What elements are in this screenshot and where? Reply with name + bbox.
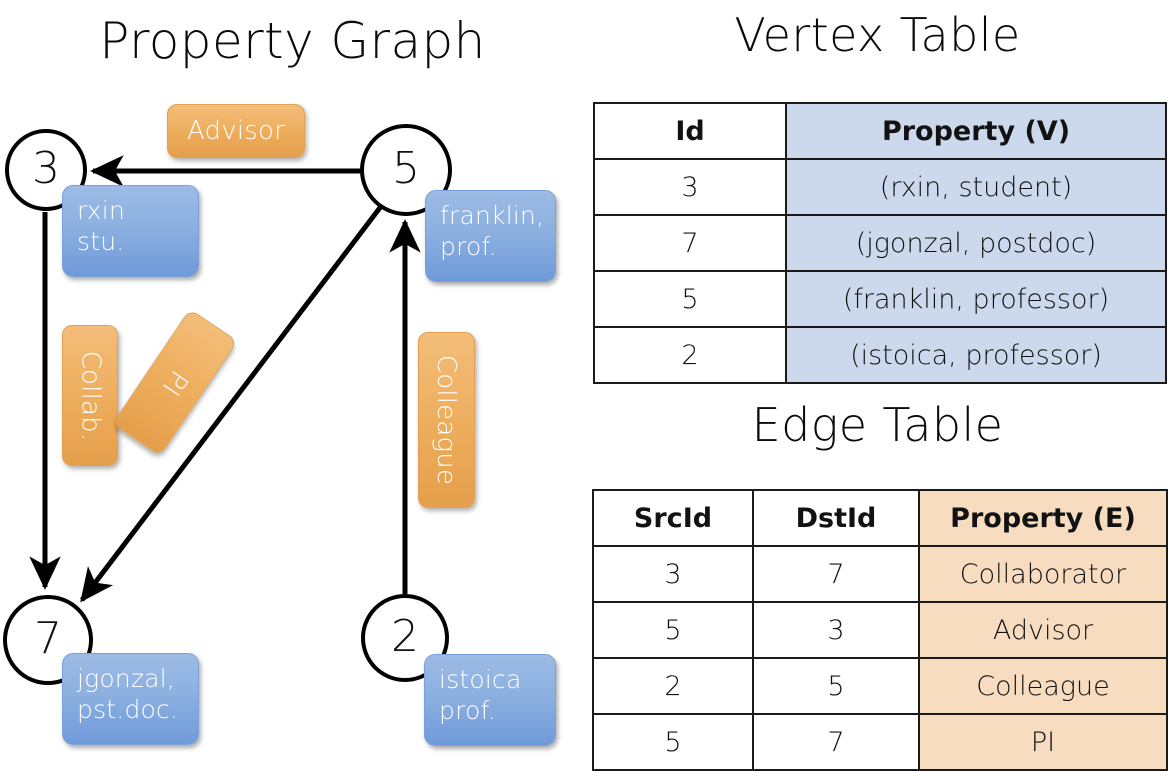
edge-cell-dst: 3 — [752, 601, 920, 659]
edge-label-colleague[interactable]: Colleague — [418, 332, 475, 508]
vertex-cell-id: 2 — [593, 326, 787, 384]
edge-table-title: Edge Table — [751, 398, 1004, 452]
edge-cell-property: Colleague — [918, 657, 1168, 715]
edge-label-collab-text: Collab. — [75, 350, 105, 441]
edge-cell-property: Advisor — [918, 601, 1168, 659]
edge-cell-src: 2 — [592, 657, 754, 715]
edge-table: SrcId DstId Property (E) 3 7 Collaborato… — [592, 489, 1168, 771]
vertex-cell-id: 5 — [593, 270, 787, 328]
vertex-cell-property: (istoica, professor) — [785, 326, 1167, 384]
vertex-col-header-property: Property (V) — [785, 102, 1167, 160]
edge-label-pi-text: PI — [155, 364, 195, 401]
vertex-col-header-id: Id — [593, 102, 787, 160]
table-row[interactable]: 2 (istoica, professor) — [593, 326, 1167, 384]
edge-table-header-row: SrcId DstId Property (E) — [592, 489, 1168, 547]
node-property-role-2: prof. — [439, 695, 496, 725]
edge-label-advisor[interactable]: Advisor — [167, 104, 305, 158]
edge-cell-src: 5 — [592, 713, 754, 771]
vertex-table: Id Property (V) 3 (rxin, student) 7 (jgo… — [593, 102, 1167, 384]
graph-node-5-label: 5 — [392, 142, 420, 194]
table-row[interactable]: 5 (franklin, professor) — [593, 270, 1167, 328]
vertex-cell-property: (jgonzal, postdoc) — [785, 214, 1167, 272]
table-row[interactable]: 5 3 Advisor — [592, 601, 1168, 659]
edge-cell-dst: 7 — [752, 545, 920, 603]
vertex-cell-property: (rxin, student) — [785, 158, 1167, 216]
property-graph-diagram: 3 5 7 2 rxin stu. franklin, prof. jgonza… — [0, 0, 585, 760]
edge-cell-property: Collaborator — [918, 545, 1168, 603]
table-row[interactable]: 3 (rxin, student) — [593, 158, 1167, 216]
node-property-name-2: istoica — [439, 665, 522, 694]
table-row[interactable]: 5 7 PI — [592, 713, 1168, 771]
edge-col-header-property: Property (E) — [918, 489, 1168, 547]
edge-cell-src: 5 — [592, 601, 754, 659]
node-property-name-3: rxin — [77, 196, 125, 225]
node-property-name-7: jgonzal, — [77, 664, 176, 693]
node-property-box-5[interactable]: franklin, prof. — [425, 190, 556, 282]
node-property-role-3: stu. — [77, 226, 125, 256]
vertex-cell-id: 3 — [593, 158, 787, 216]
edge-cell-dst: 7 — [752, 713, 920, 771]
graph-node-7-label: 7 — [34, 612, 62, 664]
edge-cell-src: 3 — [592, 545, 754, 603]
table-row[interactable]: 3 7 Collaborator — [592, 545, 1168, 603]
vertex-cell-id: 7 — [593, 214, 787, 272]
edge-cell-property: PI — [918, 713, 1168, 771]
edge-label-advisor-text: Advisor — [187, 116, 285, 146]
table-row[interactable]: 2 5 Colleague — [592, 657, 1168, 715]
node-property-box-3[interactable]: rxin stu. — [62, 185, 199, 277]
vertex-table-title: Vertex Table — [734, 8, 1021, 62]
vertex-table-header-row: Id Property (V) — [593, 102, 1167, 160]
edge-arrow-5-to-7 — [80, 203, 384, 603]
node-property-role-5: prof. — [440, 231, 497, 261]
graph-node-2[interactable]: 2 — [361, 594, 449, 682]
node-property-box-7[interactable]: jgonzal, pst.doc. — [62, 653, 199, 745]
table-row[interactable]: 7 (jgonzal, postdoc) — [593, 214, 1167, 272]
graph-node-2-label: 2 — [391, 610, 419, 662]
node-property-box-2[interactable]: istoica prof. — [424, 654, 556, 746]
edge-label-colleague-text: Colleague — [431, 354, 462, 486]
node-property-name-5: franklin, — [440, 201, 545, 230]
edge-cell-dst: 5 — [752, 657, 920, 715]
node-property-role-7: pst.doc. — [77, 694, 179, 724]
edge-col-header-dstid: DstId — [752, 489, 920, 547]
vertex-cell-property: (franklin, professor) — [785, 270, 1167, 328]
property-graph-title: Property Graph — [99, 12, 486, 70]
edge-col-header-srcid: SrcId — [592, 489, 754, 547]
graph-edges-layer — [29, 155, 421, 603]
graph-node-5[interactable]: 5 — [360, 124, 452, 216]
edge-label-collab[interactable]: Collab. — [62, 325, 118, 466]
graph-node-3-label: 3 — [32, 142, 60, 194]
